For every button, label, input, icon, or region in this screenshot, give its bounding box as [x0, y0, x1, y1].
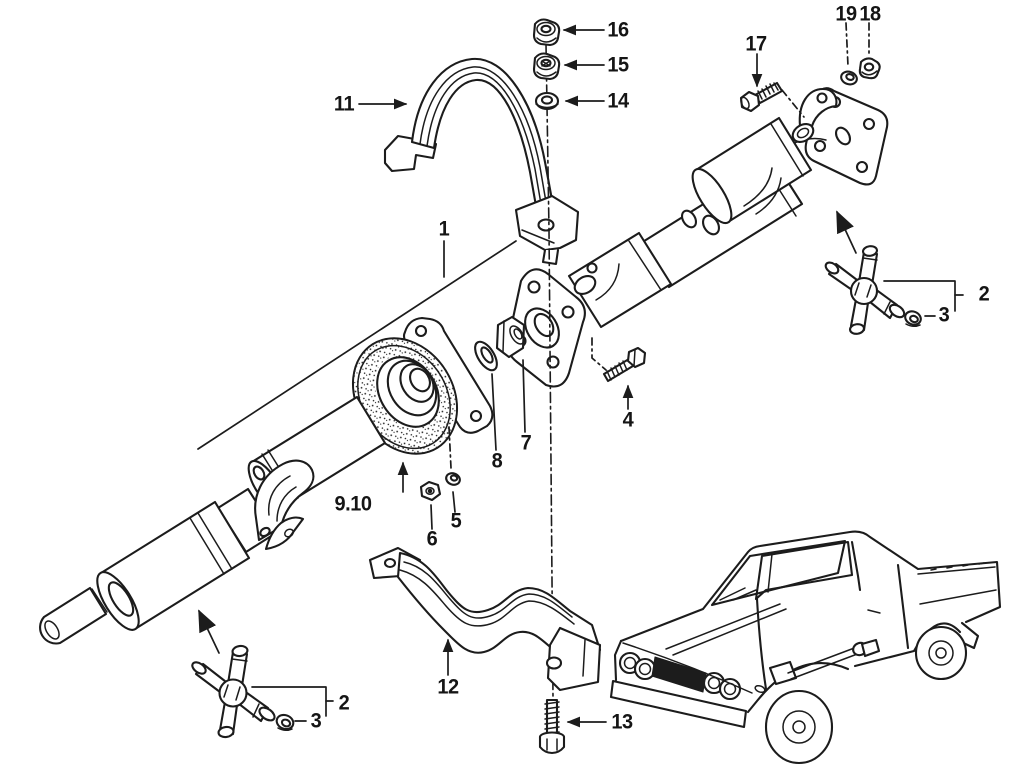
callout-16: 16: [607, 18, 629, 42]
washer-19-drawing: [840, 70, 858, 86]
rear-flange-yoke-drawing: [781, 87, 889, 186]
nut-18-drawing: [858, 57, 881, 80]
propeller-shaft-drawing: [39, 87, 889, 645]
bracket-nut-16-drawing: [532, 18, 561, 47]
callout-18: 18: [859, 2, 881, 26]
center-bracket-drawing: [383, 57, 580, 266]
callout-19: 19: [835, 2, 857, 26]
flange-bolt-4-drawing: [602, 346, 647, 383]
bracket-washer-14-drawing: [534, 91, 560, 111]
flange-nut-drawing: [495, 315, 526, 359]
callout-3-front: 3: [310, 709, 322, 733]
callout-2-rear: 2: [978, 282, 990, 306]
bracket-bolt-drawing: [538, 698, 566, 755]
callout-15: 15: [607, 53, 629, 77]
callout-7: 7: [520, 431, 532, 455]
lower-bracket-drawing: [368, 546, 602, 692]
callout-9-10: 9.10: [334, 492, 372, 516]
truck-location-drawing: [609, 530, 1002, 765]
bearing-nut-6-drawing: [419, 480, 442, 502]
callout-17: 17: [745, 32, 767, 56]
rear-yoke-sleeve-drawing: [680, 116, 813, 236]
callout-5: 5: [450, 509, 462, 533]
callout-4: 4: [622, 408, 634, 432]
callout-6: 6: [426, 527, 438, 551]
center-bearing-drawing: [351, 337, 459, 455]
sleeve-yoke-drawing: [96, 500, 251, 631]
callout-11: 11: [333, 92, 355, 116]
callout-2-front: 2: [338, 691, 350, 715]
callout-8: 8: [491, 449, 503, 473]
flange-washer-drawing: [474, 340, 498, 372]
callout-3-rear: 3: [938, 303, 950, 327]
bracket-nut-15-drawing: [532, 52, 561, 81]
seal-front-drawing: [275, 713, 295, 732]
journal-spider-front-drawing: [191, 644, 276, 739]
front-yoke-drawing: [216, 459, 315, 554]
callout-1: 1: [438, 217, 450, 241]
callout-14: 14: [607, 89, 629, 113]
journal-spider-rear-drawing: [824, 245, 906, 335]
bearing-washer-5-drawing: [445, 472, 461, 486]
leader-lines: [197, 22, 964, 728]
center-yoke-sleeve-drawing: [567, 231, 673, 329]
callout-12: 12: [437, 675, 459, 699]
shaft-tip-drawing: [39, 586, 108, 645]
flange-bolt-17-drawing: [739, 81, 784, 113]
seal-rear-drawing: [904, 310, 922, 328]
callout-13: 13: [611, 710, 633, 734]
